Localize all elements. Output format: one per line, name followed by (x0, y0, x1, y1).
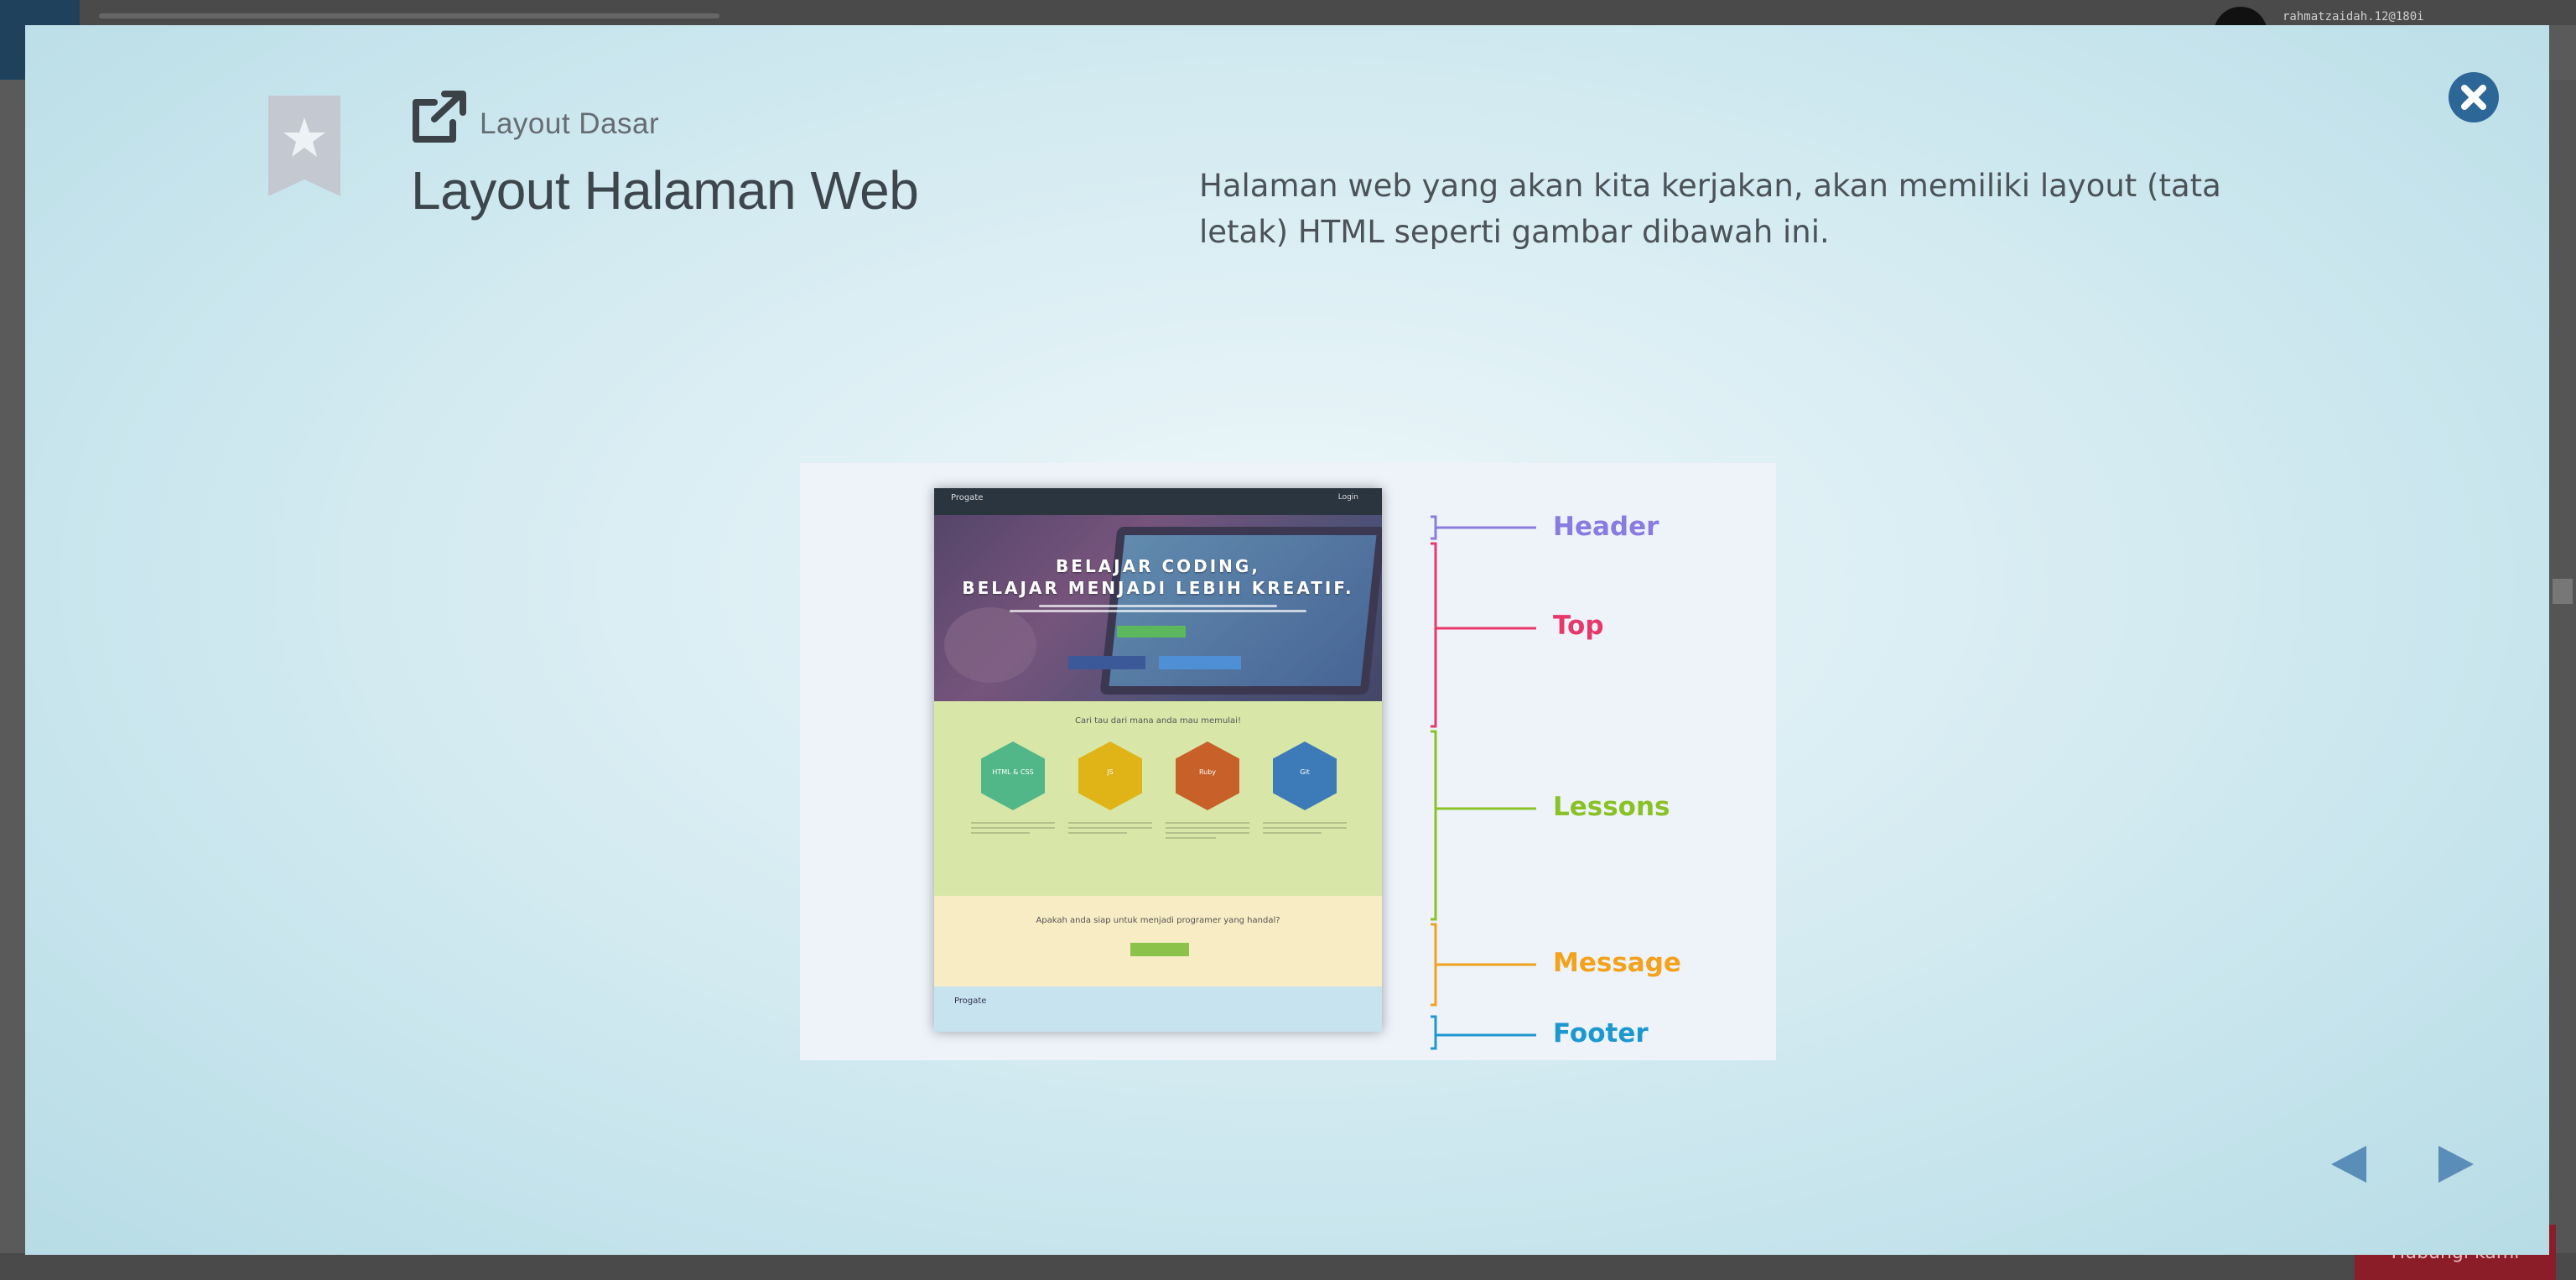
lesson-label: HTML & CSS (992, 768, 1034, 776)
slide-subtitle: Layout Dasar (480, 107, 660, 140)
background-username: rahmatzaidah.12@180i (2283, 10, 2424, 23)
mockup-signup-button (1117, 626, 1186, 637)
webpage-mockup: Progate Login BELAJAR CODING, BELAJAR ME… (934, 488, 1382, 1032)
mockup-twitter-button (1159, 656, 1241, 669)
mockup-message-section: Apakah anda siap untuk menjadi programer… (934, 896, 1382, 986)
label-message: Message (1553, 948, 1681, 978)
mockup-footer-brand: Progate (954, 996, 987, 1006)
mockup-top-title: BELAJAR CODING, BELAJAR MENJADI LEBIH KR… (934, 555, 1382, 599)
lesson-text-lines (1263, 819, 1347, 837)
lesson-text-lines (1068, 819, 1152, 837)
background-topbar (0, 0, 2576, 25)
top-bracket (1431, 542, 1536, 728)
label-header: Header (1553, 512, 1659, 542)
mockup-top-subtext (1010, 602, 1306, 612)
background-bottombar (0, 1253, 2576, 1280)
close-icon (2461, 85, 2486, 110)
label-lessons: Lessons (1553, 792, 1670, 822)
arrow-right-icon (2438, 1146, 2474, 1183)
mockup-teapot (944, 607, 1036, 683)
message-bracket (1431, 923, 1536, 1007)
mockup-lessons-section: Cari tau dari mana anda mau memulai! HTM… (934, 701, 1382, 896)
layout-diagram-image: Progate Login BELAJAR CODING, BELAJAR ME… (800, 463, 1776, 1060)
slide-modal: Layout Dasar Layout Halaman Web Halaman … (25, 25, 2549, 1255)
next-slide-button[interactable] (2428, 1139, 2479, 1189)
lesson-text-lines (971, 819, 1055, 837)
external-link-icon[interactable] (409, 91, 468, 144)
lesson-text-lines (1166, 819, 1249, 842)
mockup-top-title-line1: BELAJAR CODING, (1056, 556, 1260, 576)
mockup-footer-section: Progate (934, 986, 1382, 1032)
section-brackets (1431, 515, 1536, 1050)
background-search-bar (99, 13, 719, 18)
mockup-top-section: BELAJAR CODING, BELAJAR MENJADI LEBIH KR… (934, 515, 1382, 701)
header-bracket (1431, 515, 1536, 540)
mockup-message-title: Apakah anda siap untuk menjadi programer… (1036, 916, 1280, 925)
lesson-label: Git (1300, 768, 1310, 776)
label-top: Top (1553, 611, 1604, 641)
mockup-login: Login (1337, 493, 1358, 502)
slide-title: Layout Halaman Web (411, 160, 919, 221)
mockup-facebook-button (1068, 656, 1145, 669)
lessons-bracket (1431, 730, 1536, 921)
mockup-top-title-line2: BELAJAR MENJADI LEBIH KREATIF. (962, 578, 1354, 598)
mockup-top-overlay (934, 515, 1382, 701)
slide-description: Halaman web yang akan kita kerjakan, aka… (1199, 168, 2221, 250)
mockup-lessons-title: Cari tau dari mana anda mau memulai! (1075, 716, 1241, 726)
footer-bracket (1431, 1015, 1536, 1050)
mockup-header: Progate Login (934, 488, 1382, 515)
mockup-message-button (1130, 943, 1189, 956)
background-scrollbar (2549, 80, 2576, 1254)
mockup-brand: Progate (951, 493, 984, 502)
lesson-label: Ruby (1198, 768, 1217, 776)
close-button[interactable] (2449, 72, 2499, 122)
lesson-label: JS (1107, 768, 1114, 776)
background-scroll-thumb (2553, 579, 2573, 604)
arrow-left-icon (2331, 1146, 2366, 1183)
prev-slide-button[interactable] (2326, 1139, 2376, 1189)
label-footer: Footer (1553, 1018, 1649, 1048)
bookmark-star-icon[interactable] (268, 96, 340, 196)
